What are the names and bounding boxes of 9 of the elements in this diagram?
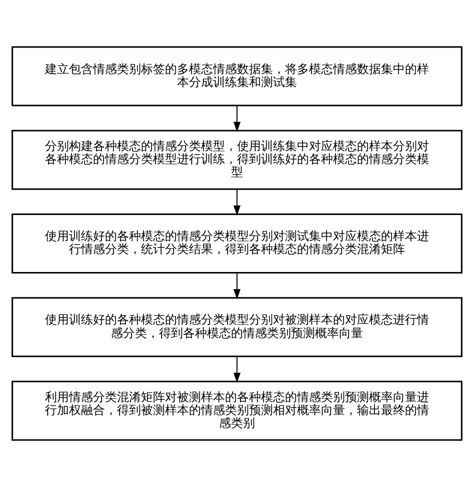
arrow [233, 272, 241, 299]
node-box: 建立包含情感类别标签的多模态情感数据集，将多模态情感数据集中的样本分成训练集和测试集 [12, 46, 462, 106]
arrow [233, 105, 241, 132]
node-box: 分别构建各种模态的情感分类模型，使用训练集中对应模态的样本分别对各种模态的情感分类模型进行训练，得到训练好的各种模态的情感分类模型 [12, 129, 462, 190]
node-box: 利用情感分类混淆矩阵对被测样本的各种模态的情感类别预测概率向量进行加权融合，得到被测样本的情感类别预测相对概率向量，输出最终的情感类别 [12, 380, 462, 440]
arrow [233, 356, 241, 382]
arrow [233, 188, 241, 216]
node-box: 使用训练好的各种模态的情感分类模型分别对被测样本的对应模态进行情感分类，得到各种模态的情感类别预测概率向量 [12, 296, 462, 357]
node-box: 使用训练好的各种模态的情感分类模型分别对测试集中对应模态的样本进行情感分类，统计分类结果，得到各种模态的情感分类混淆矩阵 [12, 213, 462, 273]
